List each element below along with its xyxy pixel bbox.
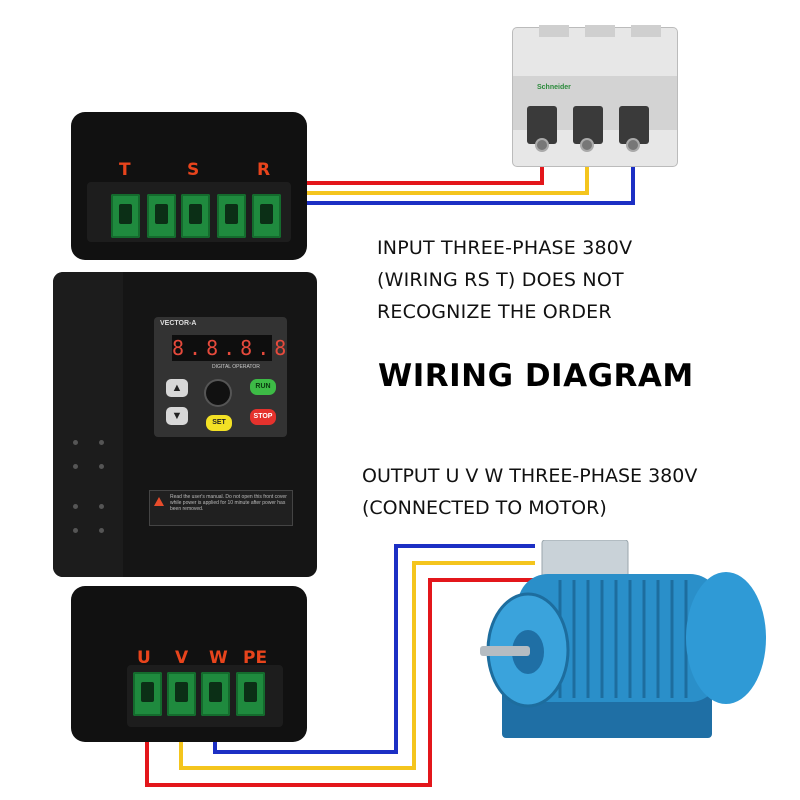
warning-text: Read the user's manual. Do not open this…	[170, 494, 287, 512]
set-button[interactable]: SET	[206, 415, 232, 431]
motor-housing	[518, 574, 720, 702]
input-note: INPUT THREE-PHASE 380V (WIRING RS T) DOE…	[377, 232, 787, 328]
model-label: VECTOR-A	[160, 320, 197, 327]
breaker-brand: Schneider	[537, 84, 571, 91]
input-note-line: RECOGNIZE THE ORDER	[377, 301, 612, 323]
warning-label: Read the user's manual. Do not open this…	[149, 490, 293, 526]
breaker-handle-1[interactable]	[527, 106, 557, 144]
terminal-label-r: R	[257, 160, 271, 180]
breaker-screw	[582, 140, 592, 150]
wire-yellow-output	[179, 561, 535, 770]
display-label: DIGITAL OPERATOR	[212, 364, 260, 370]
terminal-label-v: V	[175, 648, 189, 668]
terminal-blank	[217, 194, 246, 238]
input-note-line: INPUT THREE-PHASE 380V	[377, 237, 633, 259]
motor-terminal-box	[541, 540, 629, 579]
terminal-r	[252, 194, 281, 238]
terminal-label-u: U	[137, 648, 151, 668]
terminal-label-s: S	[187, 160, 200, 180]
run-button[interactable]: RUN	[250, 379, 276, 395]
motor-shaft	[480, 646, 530, 656]
output-terminal-block: U V W PE	[71, 586, 307, 742]
input-note-line: (WIRING RS T) DOES NOT	[377, 269, 624, 291]
motor-fan-cover	[686, 572, 766, 704]
digital-operator-panel: VECTOR-A 8.8.8.8 DIGITAL OPERATOR ▲ ▼ RU…	[154, 317, 287, 437]
inverter-side-panel	[53, 272, 123, 577]
speed-knob[interactable]	[206, 381, 230, 405]
terminal-v	[167, 672, 196, 716]
stop-button[interactable]: STOP	[250, 409, 276, 425]
input-terminal-block: T S R	[71, 112, 307, 260]
terminal-w	[201, 672, 230, 716]
breaker-screw	[537, 140, 547, 150]
terminal-s	[181, 194, 210, 238]
terminal-label-pe: PE	[243, 648, 268, 668]
triangle-up-icon: ▲	[171, 382, 183, 394]
up-button[interactable]: ▲	[166, 379, 188, 397]
led-display: 8.8.8.8	[172, 335, 292, 361]
terminal-label-t: T	[119, 160, 131, 180]
terminal-t	[111, 194, 140, 238]
circuit-breaker: Schneider	[489, 25, 689, 168]
inverter-body: VECTOR-A 8.8.8.8 DIGITAL OPERATOR ▲ ▼ RU…	[53, 272, 317, 577]
breaker-screw	[628, 140, 638, 150]
terminal-label-w: W	[209, 648, 228, 668]
breaker-handle-2[interactable]	[573, 106, 603, 144]
output-note-line: OUTPUT U V W THREE-PHASE 380V	[362, 465, 698, 487]
electric-motor	[480, 540, 766, 738]
down-button[interactable]: ▼	[166, 407, 188, 425]
triangle-down-icon: ▼	[171, 410, 183, 422]
wire-red-output	[145, 578, 535, 787]
output-note: OUTPUT U V W THREE-PHASE 380V (CONNECTED…	[362, 460, 792, 524]
terminal-blank	[147, 194, 176, 238]
diagram-title: WIRING DIAGRAM	[378, 358, 694, 394]
breaker-handle-3[interactable]	[619, 106, 649, 144]
terminal-u	[133, 672, 162, 716]
output-note-line: (CONNECTED TO MOTOR)	[362, 497, 607, 519]
warning-triangle-icon	[154, 497, 164, 506]
terminal-pe	[236, 672, 265, 716]
